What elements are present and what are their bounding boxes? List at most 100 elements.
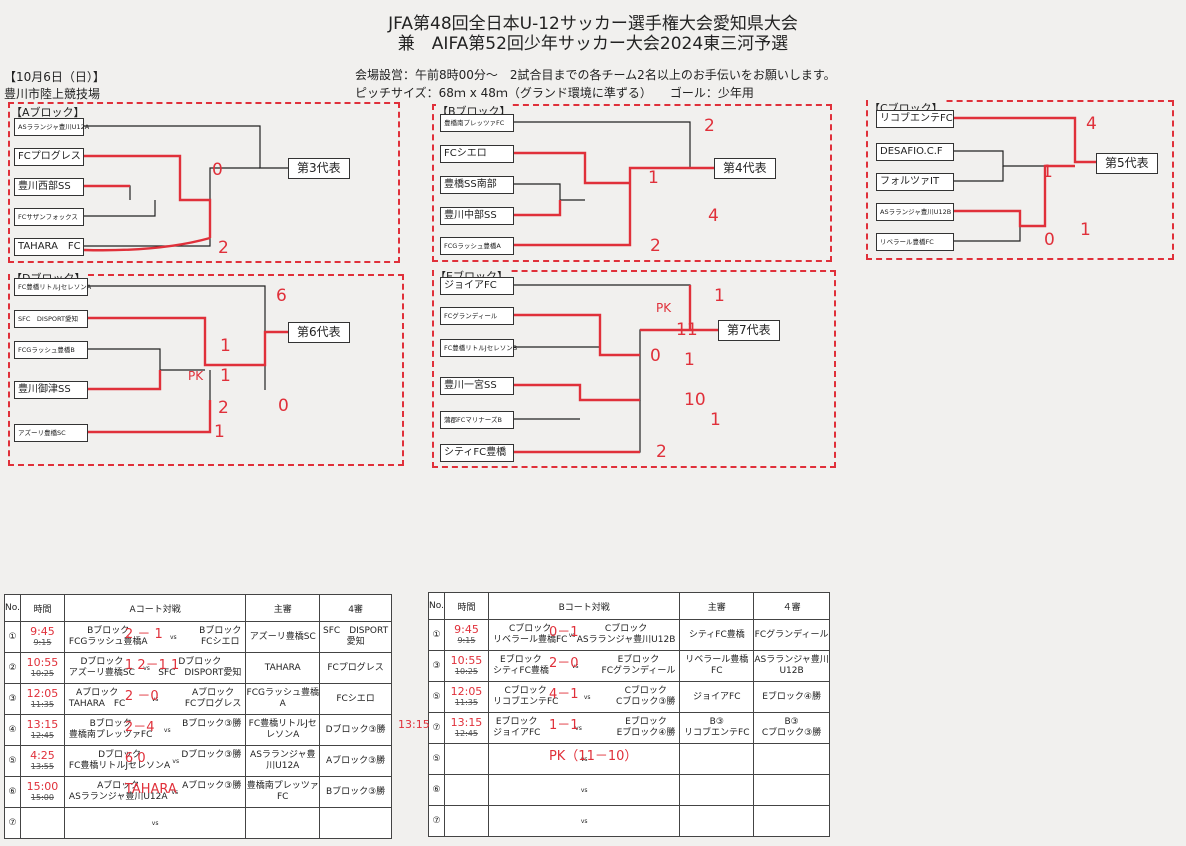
row-no: ① <box>428 619 445 651</box>
right-team: FCプログレス <box>184 699 242 709</box>
row-time-printed: 11:35 <box>30 700 54 709</box>
row-time-printed: 9:15 <box>457 636 476 645</box>
left-team: アズーリ豊橋SC <box>68 668 135 678</box>
right-team: ASラランジャ豊川U12B <box>576 635 676 645</box>
row-ref: アズーリ豊橋SC <box>245 621 321 653</box>
left-block: Dブロック <box>80 657 124 667</box>
score-a-2: 2 <box>218 238 229 258</box>
left-team: リコブエンテFC <box>492 697 559 707</box>
row-time-handwritten: 13:15 <box>26 718 59 731</box>
team-a4: FCサザンフォックス <box>14 208 84 226</box>
right-team: FCグランディール <box>601 666 676 676</box>
vs-label: vs <box>172 757 180 765</box>
row-ref: シティFC豊橋 <box>679 619 755 651</box>
row-fourth: FCグランディール <box>753 619 830 651</box>
row-fourth: ASラランジャ豊川U12B <box>753 650 830 682</box>
team-e3: FC豊橋リトルJセレソンB <box>440 339 517 357</box>
row-time <box>443 805 489 837</box>
row-time-handwritten: 9:45 <box>454 623 479 636</box>
row-score: 2－4 <box>124 720 155 735</box>
score-c-3: 0 <box>1044 230 1055 250</box>
left-block: Dブロック <box>98 750 142 760</box>
row-score: 4－1 <box>548 687 579 702</box>
left-team: 豊橋南プレッツァFC <box>68 730 153 740</box>
row-score: 1－1 <box>548 718 579 733</box>
row-no: ③ <box>428 650 445 682</box>
schedule-a-header-fourth: 4審 <box>319 594 392 622</box>
row-ref: ジョイアFC <box>679 681 755 713</box>
row-ref: リベラール豊橋FC <box>679 650 755 682</box>
block-b <box>432 104 832 262</box>
left-block: Eブロック <box>495 717 538 727</box>
rep-a: 第3代表 <box>288 158 350 179</box>
event-date: 【10月6日（日）】 <box>4 70 105 84</box>
row-score: 2 － 1 <box>124 627 163 642</box>
row-match: vs <box>487 805 681 837</box>
row-ref <box>245 807 321 839</box>
page-title-line2: 兼 AIFA第52回少年サッカー大会2024東三河予選 <box>397 34 789 54</box>
row-score: 1 2－1 1 <box>124 658 180 673</box>
left-block: Bブロック <box>89 719 132 729</box>
score-e-1: 1 <box>714 286 725 306</box>
row-time-printed: 12:45 <box>454 729 478 738</box>
vs-label: vs <box>580 817 588 825</box>
row-fourth: Dブロック③勝 <box>319 714 392 746</box>
row-fourth: Eブロック④勝 <box>753 681 830 713</box>
row-time <box>443 743 489 775</box>
vs-label: vs <box>575 724 582 732</box>
row-ref: ASラランジャ豊川U12A <box>245 745 321 777</box>
schedule-b-margin-note: 13:15 <box>398 718 430 731</box>
team-c3: フォルツァIT <box>876 173 954 191</box>
team-b5: FCGラッシュ豊橋A <box>440 237 514 255</box>
left-block: Aブロック <box>97 781 140 791</box>
vs-label: vs <box>169 633 177 641</box>
row-time <box>19 807 65 839</box>
left-team: TAHARA FC <box>68 699 126 709</box>
row-no: ⑤ <box>428 681 445 713</box>
team-a3: 豊川西部SS <box>14 178 84 196</box>
team-a1: ASラランジャ豊川U12A <box>14 118 89 136</box>
score-e-3: 0 <box>650 346 661 366</box>
team-d1: FC豊橋リトルJセレソンA <box>14 278 91 296</box>
row-time-printed: 11:35 <box>454 698 478 707</box>
row-no: ⑥ <box>428 774 445 806</box>
venue: 豊川市陸上競技場 <box>4 87 101 101</box>
row-ref <box>679 774 755 806</box>
row-time-handwritten: 4:25 <box>30 749 55 762</box>
team-c5: リベラール豊橋FC <box>876 233 954 251</box>
schedule-b-header-fourth: ４審 <box>753 592 830 620</box>
vs-label: vs <box>143 664 150 672</box>
row-score: 0－1 <box>548 625 579 640</box>
team-b3: 豊橋SS南部 <box>440 176 514 194</box>
left-block: Bブロック <box>87 626 130 636</box>
team-b4: 豊川中部SS <box>440 207 514 225</box>
right-block: Bブロック <box>199 626 242 636</box>
rep-b: 第4代表 <box>714 158 776 179</box>
row-time-handwritten: 9:45 <box>30 625 55 638</box>
